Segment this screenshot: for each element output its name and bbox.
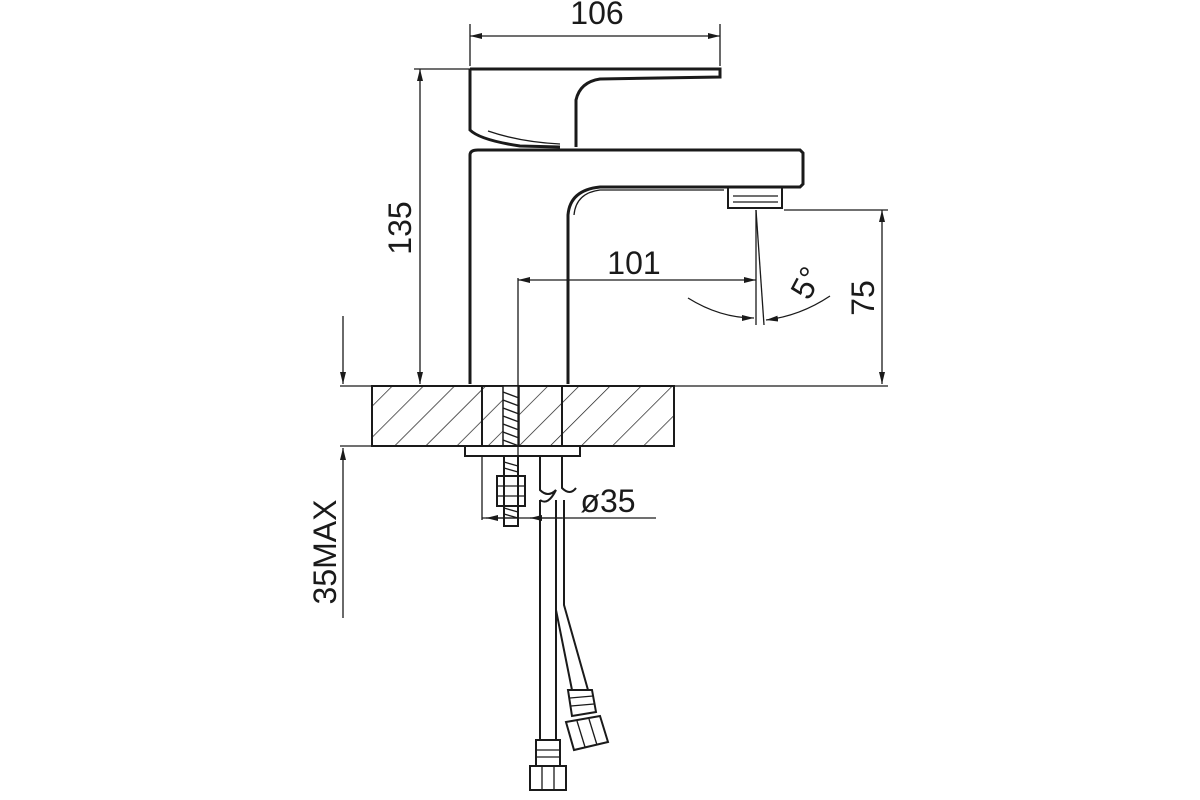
flex-hose-left [529,500,567,791]
dimension-label-5-degree: 5° [783,261,829,305]
dimension-spout-angle: 5° [687,209,831,326]
dimension-max-deck-thickness: 35MAX [307,316,346,618]
dimension-label-135: 135 [382,201,418,254]
dimension-lever-length: 106 [469,0,721,66]
dimension-label-35max: 35MAX [307,500,343,605]
dimension-hole-diameter: ø35 [481,456,656,521]
dimension-spout-reach: 101 [517,245,756,520]
faucet-body [468,148,805,384]
lever-handle [468,67,722,149]
dimension-total-height: 135 [382,68,470,384]
under-counter-fixings [464,445,581,527]
countertop-section [340,385,888,447]
dimension-label-diameter-35: ø35 [580,483,635,519]
flex-hose-right [555,500,610,752]
dimension-label-101: 101 [607,245,660,281]
dimension-label-106: 106 [570,0,623,31]
dimension-label-75: 75 [845,280,881,316]
dimension-spout-height: 75 [784,209,888,384]
rod-thread [502,391,520,447]
